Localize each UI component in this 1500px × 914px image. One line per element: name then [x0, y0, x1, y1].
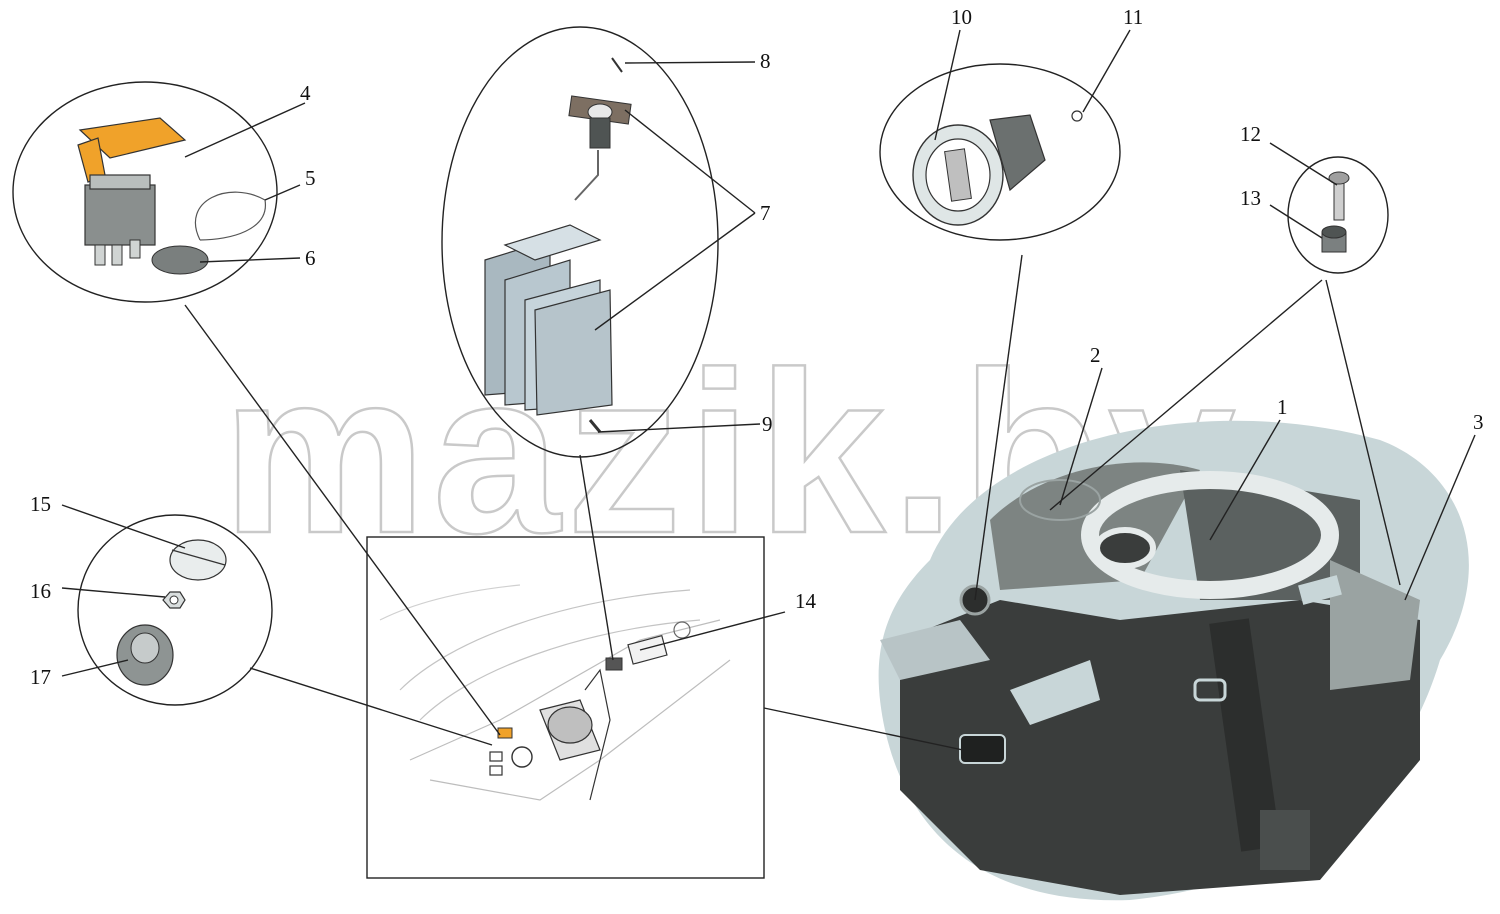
callout-2: 2 [1090, 343, 1101, 367]
callout-14: 14 [795, 589, 817, 613]
callout-4: 4 [300, 81, 311, 105]
console-detail-view [366, 536, 765, 879]
detail-bubble-heatsink [441, 26, 719, 458]
callout-15: 15 [30, 492, 51, 516]
callout-3: 3 [1473, 410, 1484, 434]
callout-16: 16 [30, 579, 51, 603]
cabin-illustration [878, 420, 1469, 901]
leader-lines [61, 29, 1476, 751]
callout-9: 9 [762, 412, 773, 436]
callout-11: 11 [1123, 5, 1143, 29]
callout-labels: 1 2 3 4 5 6 7 8 9 10 11 12 13 14 15 16 1… [30, 5, 1484, 689]
callout-17: 17 [30, 665, 51, 689]
callout-5: 5 [305, 166, 316, 190]
detail-bubble-toggle-switch [12, 81, 278, 303]
callout-8: 8 [760, 49, 771, 73]
detail-bubble-knob [77, 514, 273, 706]
callout-10: 10 [951, 5, 972, 29]
callout-6: 6 [305, 246, 316, 270]
callout-13: 13 [1240, 186, 1261, 210]
detail-bubble-ignition-lock [879, 63, 1121, 241]
callout-12: 12 [1240, 122, 1261, 146]
callout-7: 7 [760, 201, 771, 225]
detail-bubble-bolt [1287, 156, 1389, 274]
callout-1: 1 [1277, 395, 1288, 419]
